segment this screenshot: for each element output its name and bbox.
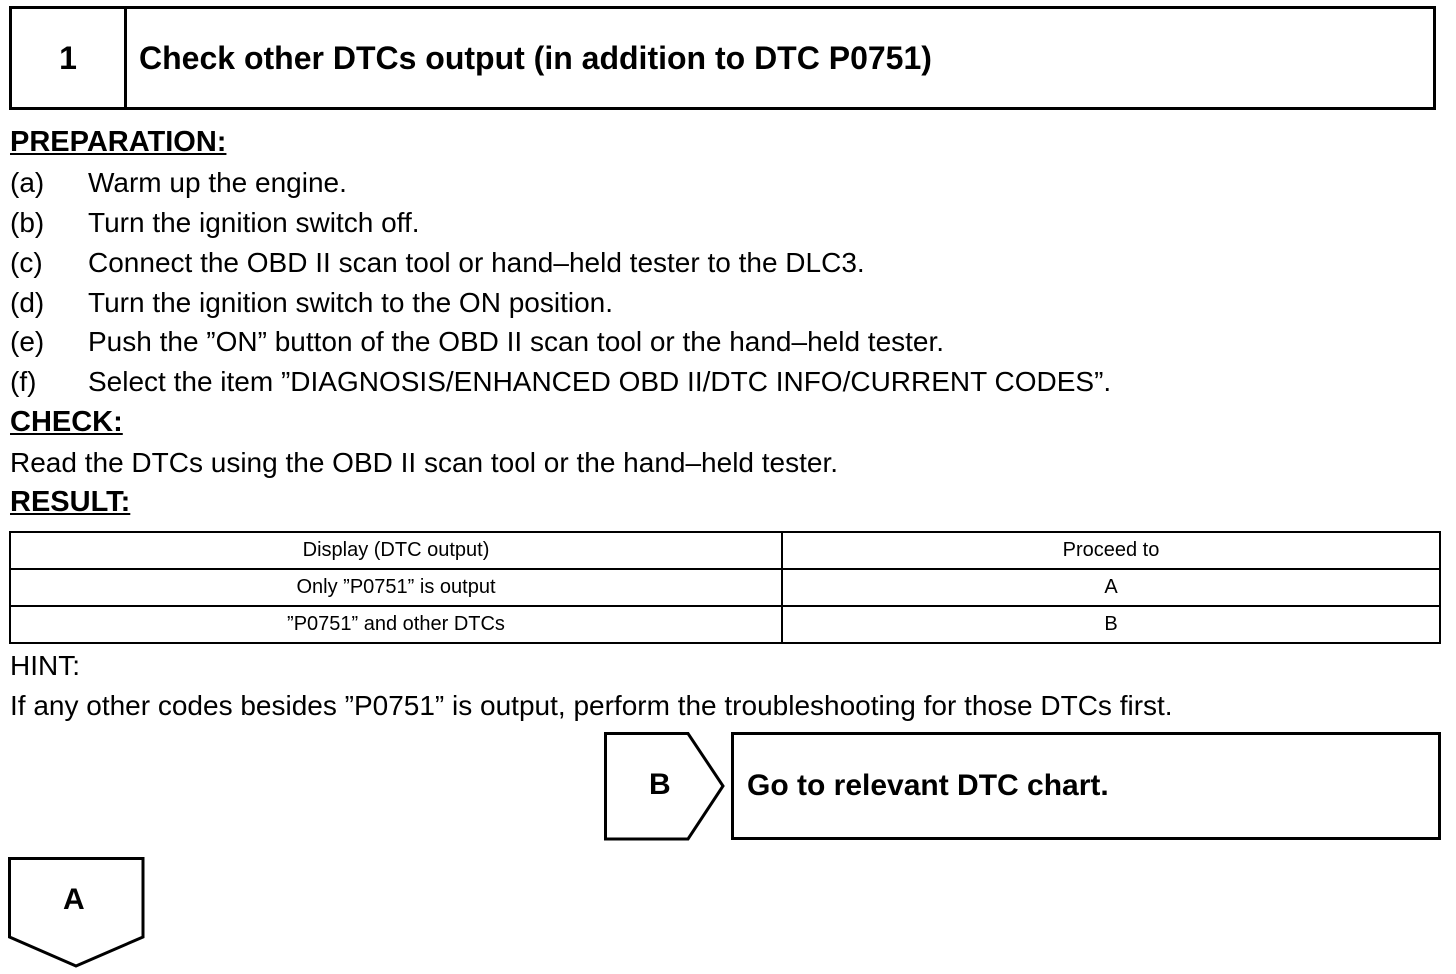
item-label: (f) (10, 366, 37, 397)
table-cell: A (781, 568, 1441, 607)
column-header-proceed: Proceed to (781, 531, 1441, 570)
branch-b-letter: B (649, 768, 671, 801)
table-row: ”P0751” and other DTCs B (9, 605, 1441, 644)
table-row: Only ”P0751” is output A (9, 568, 1441, 607)
item-text: Turn the ignition switch to the ON posit… (88, 287, 613, 318)
item-label: (a) (10, 167, 45, 198)
branch-b-action: Go to relevant DTC chart. (747, 769, 1109, 802)
preparation-item: (a) Warm up the engine. (10, 167, 347, 199)
pentagon-down-shape (8, 857, 145, 968)
step-number: 1 (12, 9, 127, 107)
item-text: Warm up the engine. (88, 167, 347, 198)
table-cell: ”P0751” and other DTCs (9, 605, 783, 644)
preparation-item: (b) Turn the ignition switch off. (10, 207, 420, 239)
hint-heading: HINT: (10, 650, 80, 681)
step-header: 1 Check other DTCs output (in addition t… (9, 6, 1436, 110)
preparation-item: (c) Connect the OBD II scan tool or hand… (10, 247, 865, 279)
item-label: (e) (10, 326, 45, 357)
table-header-row: Display (DTC output) Proceed to (9, 531, 1441, 570)
preparation-item: (d) Turn the ignition switch to the ON p… (10, 287, 613, 319)
branch-a-tag: A (8, 857, 148, 974)
item-label: (b) (10, 207, 45, 238)
preparation-heading: PREPARATION: (10, 126, 227, 158)
item-text: Turn the ignition switch off. (88, 207, 420, 238)
branch-b-action-box: Go to relevant DTC chart. (731, 732, 1441, 840)
check-heading: CHECK: (10, 406, 123, 438)
item-text: Select the item ”DIAGNOSIS/ENHANCED OBD … (88, 366, 1112, 397)
table-cell: B (781, 605, 1441, 644)
branch-a-letter: A (63, 883, 85, 916)
preparation-item: (e) Push the ”ON” button of the OBD II s… (10, 326, 944, 358)
pentagon-right-shape (604, 732, 725, 841)
item-text: Push the ”ON” button of the OBD II scan … (88, 326, 945, 357)
column-header-display: Display (DTC output) (9, 531, 783, 570)
step-title: Check other DTCs output (in addition to … (139, 39, 932, 76)
result-table: Display (DTC output) Proceed to Only ”P0… (9, 531, 1441, 644)
table-cell: Only ”P0751” is output (9, 568, 783, 607)
item-text: Connect the OBD II scan tool or hand–hel… (88, 247, 865, 278)
item-label: (c) (10, 247, 43, 278)
preparation-item: (f) Select the item ”DIAGNOSIS/ENHANCED … (10, 366, 1111, 398)
hint-text: If any other codes besides ”P0751” is ou… (10, 690, 1173, 721)
check-text: Read the DTCs using the OBD II scan tool… (10, 447, 839, 478)
item-label: (d) (10, 287, 45, 318)
result-heading: RESULT: (10, 486, 131, 518)
branch-b-tag: B (604, 732, 726, 847)
